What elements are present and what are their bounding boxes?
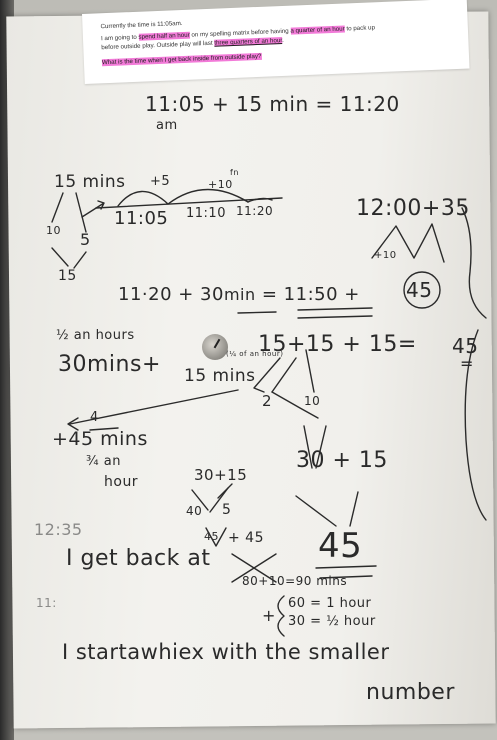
time-1235-label: 12:35 bbox=[34, 520, 83, 539]
get-back-cross bbox=[231, 553, 277, 583]
tree-4 bbox=[295, 491, 359, 527]
eq2-circled-45: 45 bbox=[406, 278, 433, 302]
four-arrow-head bbox=[67, 417, 79, 431]
plus-45-b: + 45 bbox=[228, 530, 264, 546]
sum-fifteen: 15+15 + 15= bbox=[258, 332, 417, 357]
split-ten: 10 bbox=[46, 224, 61, 237]
eq2-left: 11·20 + 30min = 11:50 + bbox=[118, 284, 360, 305]
timeline-label-1110: 11:10 bbox=[186, 206, 226, 221]
tree-1-right bbox=[305, 349, 315, 393]
fifteen-mins-2-label: 15 mins bbox=[184, 366, 256, 386]
right-plus-ten: +10 bbox=[374, 250, 397, 261]
three-quarter-label: ¾ an bbox=[86, 454, 121, 469]
timeline-label-1105: 11:05 bbox=[114, 208, 169, 229]
timeline-label-1120: 11:20 bbox=[236, 204, 274, 218]
forty-five-underline-1 bbox=[315, 565, 377, 569]
tree-3 bbox=[191, 487, 229, 513]
right-time-label: 12:00+35 bbox=[356, 196, 470, 221]
split-line-b bbox=[75, 192, 87, 233]
right-edge-45: 45 bbox=[452, 334, 479, 358]
eq1-am: am bbox=[156, 118, 178, 133]
tree-3-cross bbox=[217, 483, 233, 499]
forty-five-underline-2 bbox=[319, 575, 373, 579]
split-line-a bbox=[51, 192, 64, 223]
tree-forty: 40 bbox=[186, 504, 203, 518]
right-brace bbox=[461, 207, 487, 319]
plus-ten-label: +10 bbox=[208, 178, 233, 191]
clock-sticker bbox=[202, 334, 228, 360]
eq2-equals: = bbox=[255, 284, 284, 305]
jump-arc-1 bbox=[117, 190, 169, 207]
number-word-label: number bbox=[366, 680, 455, 705]
plus-sign-label: + bbox=[262, 606, 276, 625]
eq2-result-underline-2 bbox=[297, 315, 373, 319]
right-edge-equals: = bbox=[460, 354, 474, 373]
get-back-label: I get back at bbox=[66, 546, 211, 571]
four-label: 4 bbox=[90, 410, 99, 425]
eighty-label: 80+10=90 mins bbox=[242, 574, 348, 588]
quarter-hour-note: (¼ of an hour) bbox=[226, 350, 284, 358]
start-line-label: I startawhiex with the smaller bbox=[62, 640, 390, 664]
eq2-plus: + bbox=[338, 284, 360, 305]
split-five: 5 bbox=[80, 230, 91, 249]
split-line-d bbox=[73, 251, 87, 269]
timeline-line bbox=[95, 197, 283, 209]
half-hour-label: ½ an hours bbox=[56, 328, 135, 343]
eq2-circle-45 bbox=[403, 271, 441, 309]
small-v-shape bbox=[205, 527, 227, 547]
tree-five: 5 bbox=[222, 502, 232, 518]
right-v-shape bbox=[371, 223, 445, 263]
eq2-min-underline bbox=[237, 311, 277, 314]
right-bracket bbox=[464, 329, 487, 521]
hour-word-label: hour bbox=[104, 474, 139, 490]
tree-2 bbox=[303, 425, 327, 469]
fifteen-mins-label: 15 mins bbox=[54, 172, 126, 192]
four-arrow-line bbox=[69, 389, 239, 425]
sixty-label: 60 = 1 hour bbox=[288, 596, 372, 611]
eq2-min: min bbox=[223, 285, 256, 304]
tree-two: 2 bbox=[262, 392, 273, 410]
tree-1-cross bbox=[271, 391, 319, 419]
plus-five-label: +5 bbox=[150, 174, 171, 189]
forty-five-big: 45 bbox=[318, 526, 363, 566]
arrow-to-timeline bbox=[81, 200, 105, 218]
eq2-result: 11:50 bbox=[283, 284, 339, 305]
curly-brace bbox=[277, 595, 285, 637]
jump-arc-2 bbox=[167, 188, 249, 205]
plus-45-mins-label: +45 mins bbox=[52, 428, 148, 450]
fn-label: fn bbox=[230, 168, 239, 177]
eq2-left-text: 11·20 + 30 bbox=[118, 284, 224, 305]
eq2-result-underline-1 bbox=[297, 307, 373, 311]
split-fifteen: 15 bbox=[58, 268, 77, 284]
thirty-plus-fifteen-b: 30 + 15 bbox=[296, 448, 388, 473]
thirty-mins-label: 30mins+ bbox=[58, 352, 161, 377]
eleven-label: 11: bbox=[36, 596, 57, 610]
eq1-text: 11:05 + 15 min = 11:20 bbox=[145, 92, 400, 116]
split-line-c bbox=[51, 247, 69, 267]
thirty-half-label: 30 = ½ hour bbox=[288, 614, 376, 629]
tree-ten: 10 bbox=[304, 394, 321, 408]
tree-1-left bbox=[253, 357, 297, 393]
forty-five-small: 45 bbox=[204, 530, 219, 543]
four-underline bbox=[89, 427, 119, 431]
thirty-plus-fifteen: 30+15 bbox=[194, 466, 248, 484]
